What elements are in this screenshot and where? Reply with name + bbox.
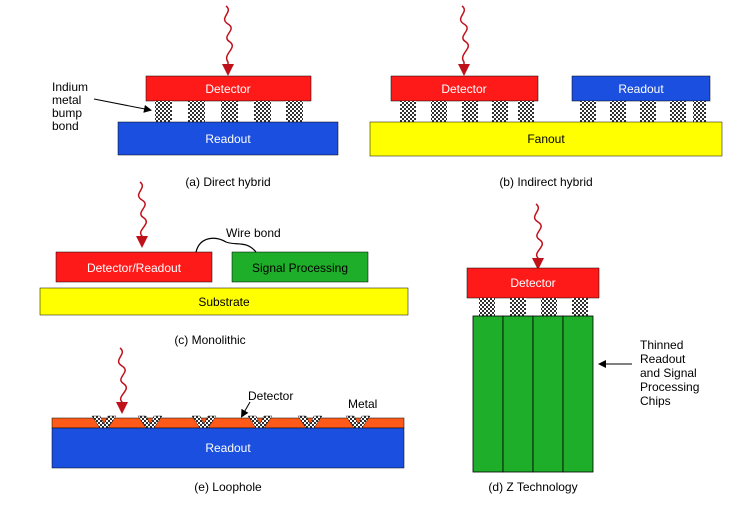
indium-pointer-arrow <box>93 98 152 113</box>
caption-b: (b) Indirect hybrid <box>499 175 592 189</box>
panel-b-indirect-hybrid: Detector Readout Fanout (b) Indirect hyb… <box>369 5 723 189</box>
photon-arrow-c <box>136 181 148 248</box>
thinned-chip <box>472 315 504 473</box>
photon-arrow-b <box>458 5 470 76</box>
readout-label-a: Readout <box>205 132 251 146</box>
detector-label-b: Detector <box>441 82 486 96</box>
bump-bonds-b-right <box>580 101 706 123</box>
chips-annotation-line: Thinned <box>640 338 683 352</box>
signal-processing-block-c <box>231 251 369 283</box>
fanout-label-b: Fanout <box>527 132 565 146</box>
caption-c: (c) Monolithic <box>174 333 245 347</box>
bump-bond <box>431 101 447 123</box>
panel-a-direct-hybrid: Detector Readout Indium metal bump bond … <box>52 5 339 189</box>
wire-bond-line <box>195 237 257 253</box>
chips-annotation-line: Chips <box>640 394 671 408</box>
detector-readout-block-c <box>55 251 213 283</box>
thinned-chip <box>532 315 564 473</box>
chip-stack-d <box>472 315 594 473</box>
detector-readout-label-c: Detector/Readout <box>87 261 182 275</box>
bump-bond <box>518 101 534 123</box>
wire-bond-label: Wire bond <box>226 226 281 240</box>
panel-c-monolithic: Detector/Readout Signal Processing Wire … <box>39 181 409 347</box>
bump-bond <box>492 101 508 123</box>
bump-bonds-a <box>155 101 303 123</box>
bump-bond <box>670 101 686 123</box>
indium-annotation: Indium metal bump bond <box>52 80 152 133</box>
loophole-detector-label: Detector <box>248 389 293 403</box>
bump-bond <box>693 101 706 123</box>
chips-annotation: Thinned Readout and Signal Processing Ch… <box>640 338 699 408</box>
bump-bond <box>254 101 271 123</box>
signal-processing-label-c: Signal Processing <box>252 261 348 275</box>
detector-block-d <box>466 267 600 299</box>
thinned-chip <box>562 315 594 473</box>
thinned-chip <box>502 315 534 473</box>
detector-block-b <box>390 75 539 102</box>
chips-annotation-line: and Signal <box>640 366 697 380</box>
bump-bond <box>640 101 656 123</box>
bump-bond <box>479 298 495 316</box>
panel-e-loophole: Readout Detector Metal (e) Loophole <box>51 347 405 494</box>
bump-bond <box>188 101 205 123</box>
loophole-metal-label: Metal <box>348 397 377 411</box>
bump-bond <box>580 101 596 123</box>
caption-a: (a) Direct hybrid <box>185 175 270 189</box>
bump-bonds-d <box>479 298 588 316</box>
indium-annotation-line: bump <box>52 106 82 120</box>
photon-arrow-a <box>222 5 234 76</box>
fanout-block-b <box>369 121 723 157</box>
detector-block-a <box>145 75 312 102</box>
photon-arrow-d <box>532 203 544 270</box>
substrate-block-c <box>39 287 409 316</box>
loophole-vias <box>91 415 371 429</box>
readout-block-b <box>571 75 711 102</box>
detector-label-a: Detector <box>205 82 250 96</box>
readout-block-e <box>51 427 405 469</box>
readout-label-e: Readout <box>205 441 251 455</box>
bump-bond <box>155 101 172 123</box>
indium-annotation-line: Indium <box>52 80 88 94</box>
detector-label-d: Detector <box>510 276 555 290</box>
bump-bond <box>221 101 238 123</box>
bump-bond <box>400 101 416 123</box>
caption-d: (d) Z Technology <box>488 480 577 494</box>
bump-bond <box>462 101 478 123</box>
substrate-label-c: Substrate <box>198 295 250 309</box>
bump-bond <box>572 298 588 316</box>
chips-annotation-line: Processing <box>640 380 699 394</box>
chips-annotation-line: Readout <box>640 352 686 366</box>
bump-bond <box>541 298 557 316</box>
bump-bond <box>286 101 303 123</box>
bump-bond <box>610 101 626 123</box>
bump-bond <box>510 298 526 316</box>
readout-label-b: Readout <box>618 82 664 96</box>
indium-annotation-line: bond <box>52 119 79 133</box>
detector-pointer-arrow <box>241 401 251 418</box>
photon-arrow-e <box>116 347 128 414</box>
readout-block-a <box>117 121 339 156</box>
caption-e: (e) Loophole <box>194 480 262 494</box>
panel-d-z-technology: Detector Thinned Readout and Signal Proc… <box>466 203 699 494</box>
bump-bonds-b-left <box>400 101 534 123</box>
indium-annotation-line: metal <box>52 93 81 107</box>
